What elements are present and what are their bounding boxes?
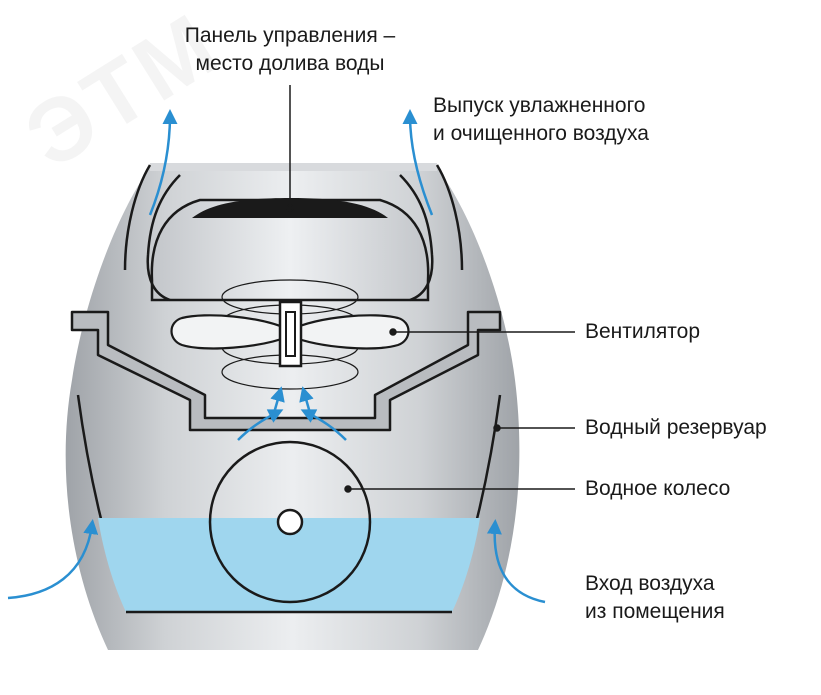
right-duct-curve — [399, 174, 434, 302]
label-outlet: Выпуск увлажненного и очищенного воздуха — [433, 94, 649, 145]
fan-arrow-right-icon — [299, 386, 314, 421]
water-wheel-axle — [276, 508, 304, 536]
leader-lines — [286, 85, 575, 493]
label-wheel: Водное колесо — [585, 477, 731, 500]
fan-arrow-left-icon — [270, 386, 285, 421]
label-fan: Вентилятор — [585, 320, 700, 343]
top-chamber — [150, 198, 430, 302]
water — [98, 518, 480, 612]
inlet-arrow-left-icon — [7, 519, 99, 600]
airflow-arrows — [7, 109, 546, 604]
inlet-arrow-right-icon — [486, 519, 546, 604]
label-control-panel: Панель управления – место долива воды — [184, 24, 396, 75]
label-reservoir: Водный резервуар — [585, 416, 767, 439]
label-inlet: Вход воздуха из помещения — [585, 572, 725, 623]
outlet-arrow-right-icon — [402, 109, 434, 216]
left-duct-curve — [146, 174, 181, 302]
outlet-arrow-left-icon — [148, 109, 178, 216]
top-rim — [150, 163, 437, 171]
fan-chamber — [70, 310, 502, 432]
water-wheel — [208, 440, 372, 604]
